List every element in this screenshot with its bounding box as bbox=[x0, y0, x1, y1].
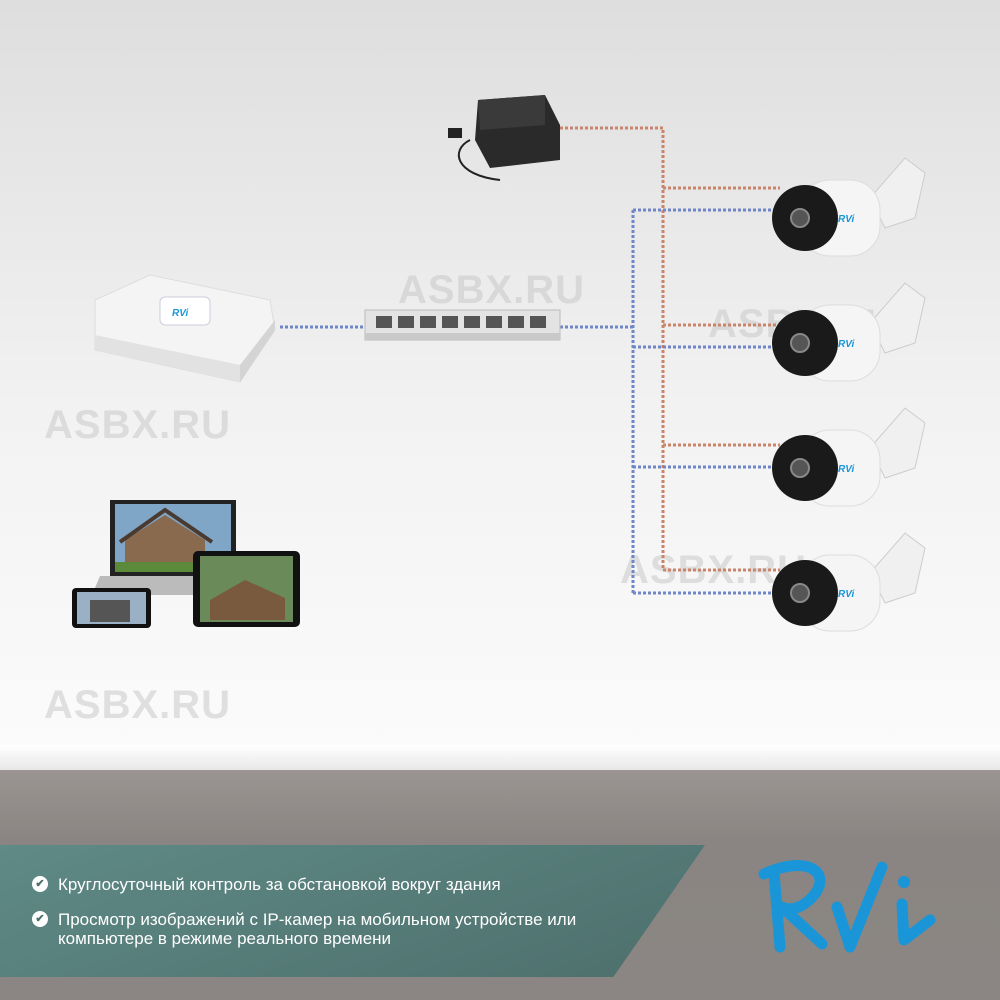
ip-camera-icon: RVi bbox=[772, 407, 926, 507]
nvr-logo: RVi bbox=[172, 308, 189, 319]
nvr-icon: RVi bbox=[94, 274, 276, 383]
ip-camera-icon: RVi bbox=[772, 532, 926, 632]
switch-port bbox=[464, 316, 480, 328]
camera-logo: RVi bbox=[838, 464, 855, 475]
feature-item: ✔ Круглосуточный контроль за обстановкой… bbox=[32, 875, 501, 894]
switch-port bbox=[420, 316, 436, 328]
feature-text: Круглосуточный контроль за обстановкой в… bbox=[58, 875, 501, 894]
power-lines bbox=[555, 126, 780, 572]
check-circle-icon: ✔ bbox=[32, 876, 48, 892]
network-switch-icon bbox=[364, 309, 561, 341]
power-adapter-icon bbox=[448, 95, 560, 181]
ip-camera-icon: RVi bbox=[772, 282, 926, 382]
laptop-phone-tablet-icon bbox=[72, 500, 300, 628]
camera-logo: RVi bbox=[838, 589, 855, 600]
feature-banner bbox=[0, 845, 705, 977]
switch-port bbox=[376, 316, 392, 328]
rvi-logo bbox=[758, 860, 936, 953]
switch-port bbox=[486, 316, 502, 328]
switch-port bbox=[442, 316, 458, 328]
feature-item: ✔ Просмотр изображений с IP-камер на моб… bbox=[32, 910, 632, 948]
ip-camera-icon: RVi bbox=[772, 157, 926, 257]
feature-text: Просмотр изображений с IP-камер на мобил… bbox=[58, 910, 577, 948]
camera-logo: RVi bbox=[838, 214, 855, 225]
switch-port bbox=[508, 316, 524, 328]
switch-port bbox=[398, 316, 414, 328]
check-circle-icon: ✔ bbox=[32, 911, 48, 927]
watermark: ASBX.RU bbox=[398, 268, 586, 312]
watermark: ASBX.RU bbox=[44, 403, 232, 447]
switch-port bbox=[530, 316, 546, 328]
watermark: ASBX.RU bbox=[44, 683, 232, 727]
camera-logo: RVi bbox=[838, 339, 855, 350]
network-lines bbox=[280, 208, 780, 595]
